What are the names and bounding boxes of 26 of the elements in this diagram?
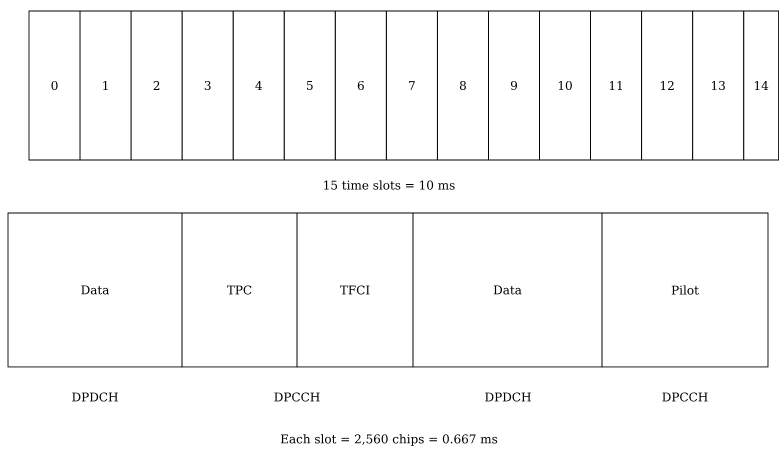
slot-cell: 6: [334, 10, 387, 160]
field-cell: TFCI: [296, 212, 414, 368]
slot-cell: 4: [232, 10, 285, 160]
slot-cell: 13: [692, 10, 744, 160]
channel-label: DPCCH: [662, 392, 708, 402]
slot-cell: 10: [539, 10, 591, 160]
field-cell: Data: [8, 212, 182, 368]
caption: Each slot = 2,560 chips = 0.667 ms: [280, 434, 498, 446]
slot-cell: 1: [80, 10, 132, 160]
channel-label: DPDCH: [72, 392, 118, 402]
field-cell: Data: [412, 212, 602, 368]
slot-cell: 14: [743, 10, 779, 160]
slot-cell: 12: [641, 10, 694, 160]
slot-cell: 11: [590, 10, 642, 160]
channel-label: DPCCH: [274, 392, 320, 402]
slot-cell: 8: [436, 10, 489, 160]
slot-cell: 5: [284, 10, 336, 160]
slot-cell: 9: [488, 10, 540, 160]
slot-cell: 3: [182, 10, 234, 160]
slot-cell: 0: [28, 10, 80, 160]
field-cell: TPC: [182, 212, 298, 368]
channel-label: DPDCH: [485, 392, 531, 402]
slot-cell: 7: [386, 10, 438, 160]
field-cell: Pilot: [602, 212, 768, 368]
caption: 15 time slots = 10 ms: [324, 180, 455, 190]
slot-cell: 2: [130, 10, 183, 160]
